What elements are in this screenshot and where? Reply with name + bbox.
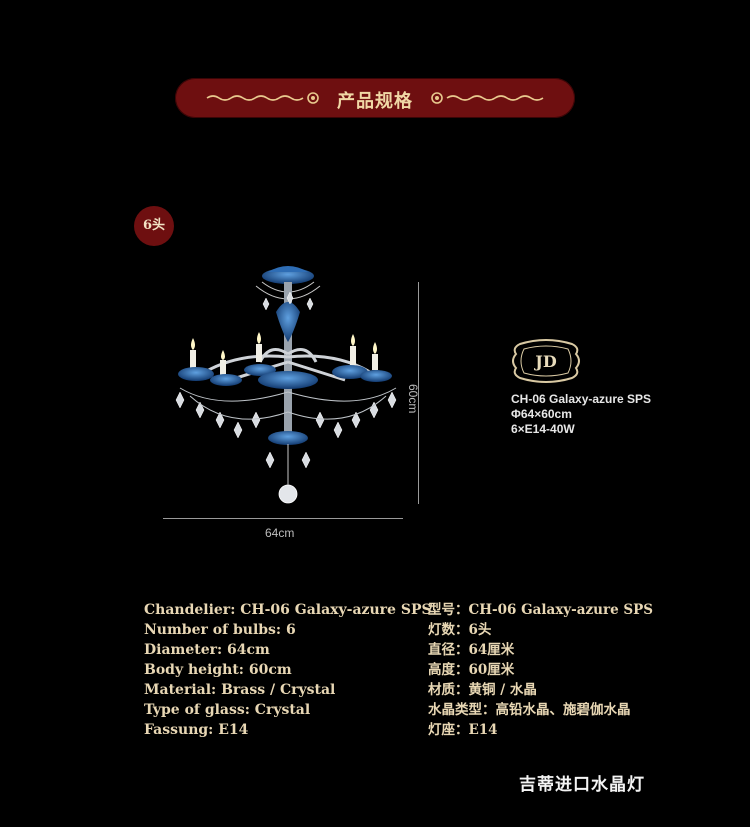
spec-line: Material: Brass / Crystal	[144, 682, 336, 698]
section-title-banner: 产品规格	[175, 78, 575, 118]
spec-line: 直径：64厘米	[428, 642, 515, 658]
height-dimension-line	[418, 282, 419, 504]
model-size: Φ64×60cm	[511, 407, 572, 421]
ornament-right-icon	[431, 92, 544, 104]
spec-line: Body height: 60cm	[144, 662, 292, 678]
spec-line: 型号：CH-06 Galaxy-azure SPS	[428, 602, 654, 618]
brand-name: 吉蒂进口水晶灯	[519, 775, 645, 795]
height-dimension-label: 60cm	[406, 384, 420, 414]
width-dimension-line	[163, 518, 403, 519]
model-bulbs: 6×E14-40W	[511, 422, 575, 436]
specs-chinese: 型号：CH-06 Galaxy-azure SPS 灯数：6头 直径：64厘米 …	[428, 600, 653, 740]
chandelier-image	[175, 266, 397, 504]
ornament-left-icon	[206, 92, 319, 104]
logo-text: JD	[533, 352, 557, 371]
spec-line: 灯数：6头	[428, 622, 492, 638]
spec-line: 高度：60厘米	[428, 662, 515, 678]
model-name: CH-06 Galaxy-azure SPS	[511, 392, 652, 406]
model-info: CH-06 Galaxy-azure SPS Φ64×60cm 6×E14-40…	[511, 392, 651, 437]
specs-english: Chandelier: CH-06 Galaxy-azure SPS Numbe…	[144, 600, 432, 740]
jd-logo-icon: JD	[512, 339, 580, 383]
bulb-count-badge: 6头	[134, 206, 174, 246]
spec-line: 材质：黄铜 / 水晶	[428, 682, 537, 698]
spec-line: Fassung: E14	[144, 722, 249, 738]
banner-title: 产品规格	[337, 91, 413, 112]
spec-line: Number of bulbs: 6	[144, 622, 296, 638]
spec-line: Type of glass: Crystal	[144, 702, 311, 718]
spec-line: 灯座：E14	[428, 722, 498, 738]
width-dimension-label: 64cm	[265, 526, 295, 540]
spec-line: Diameter: 64cm	[144, 642, 270, 658]
spec-line: Chandelier: CH-06 Galaxy-azure SPS	[144, 602, 432, 618]
spec-line: 水晶类型：高铅水晶、施碧伽水晶	[428, 702, 631, 718]
